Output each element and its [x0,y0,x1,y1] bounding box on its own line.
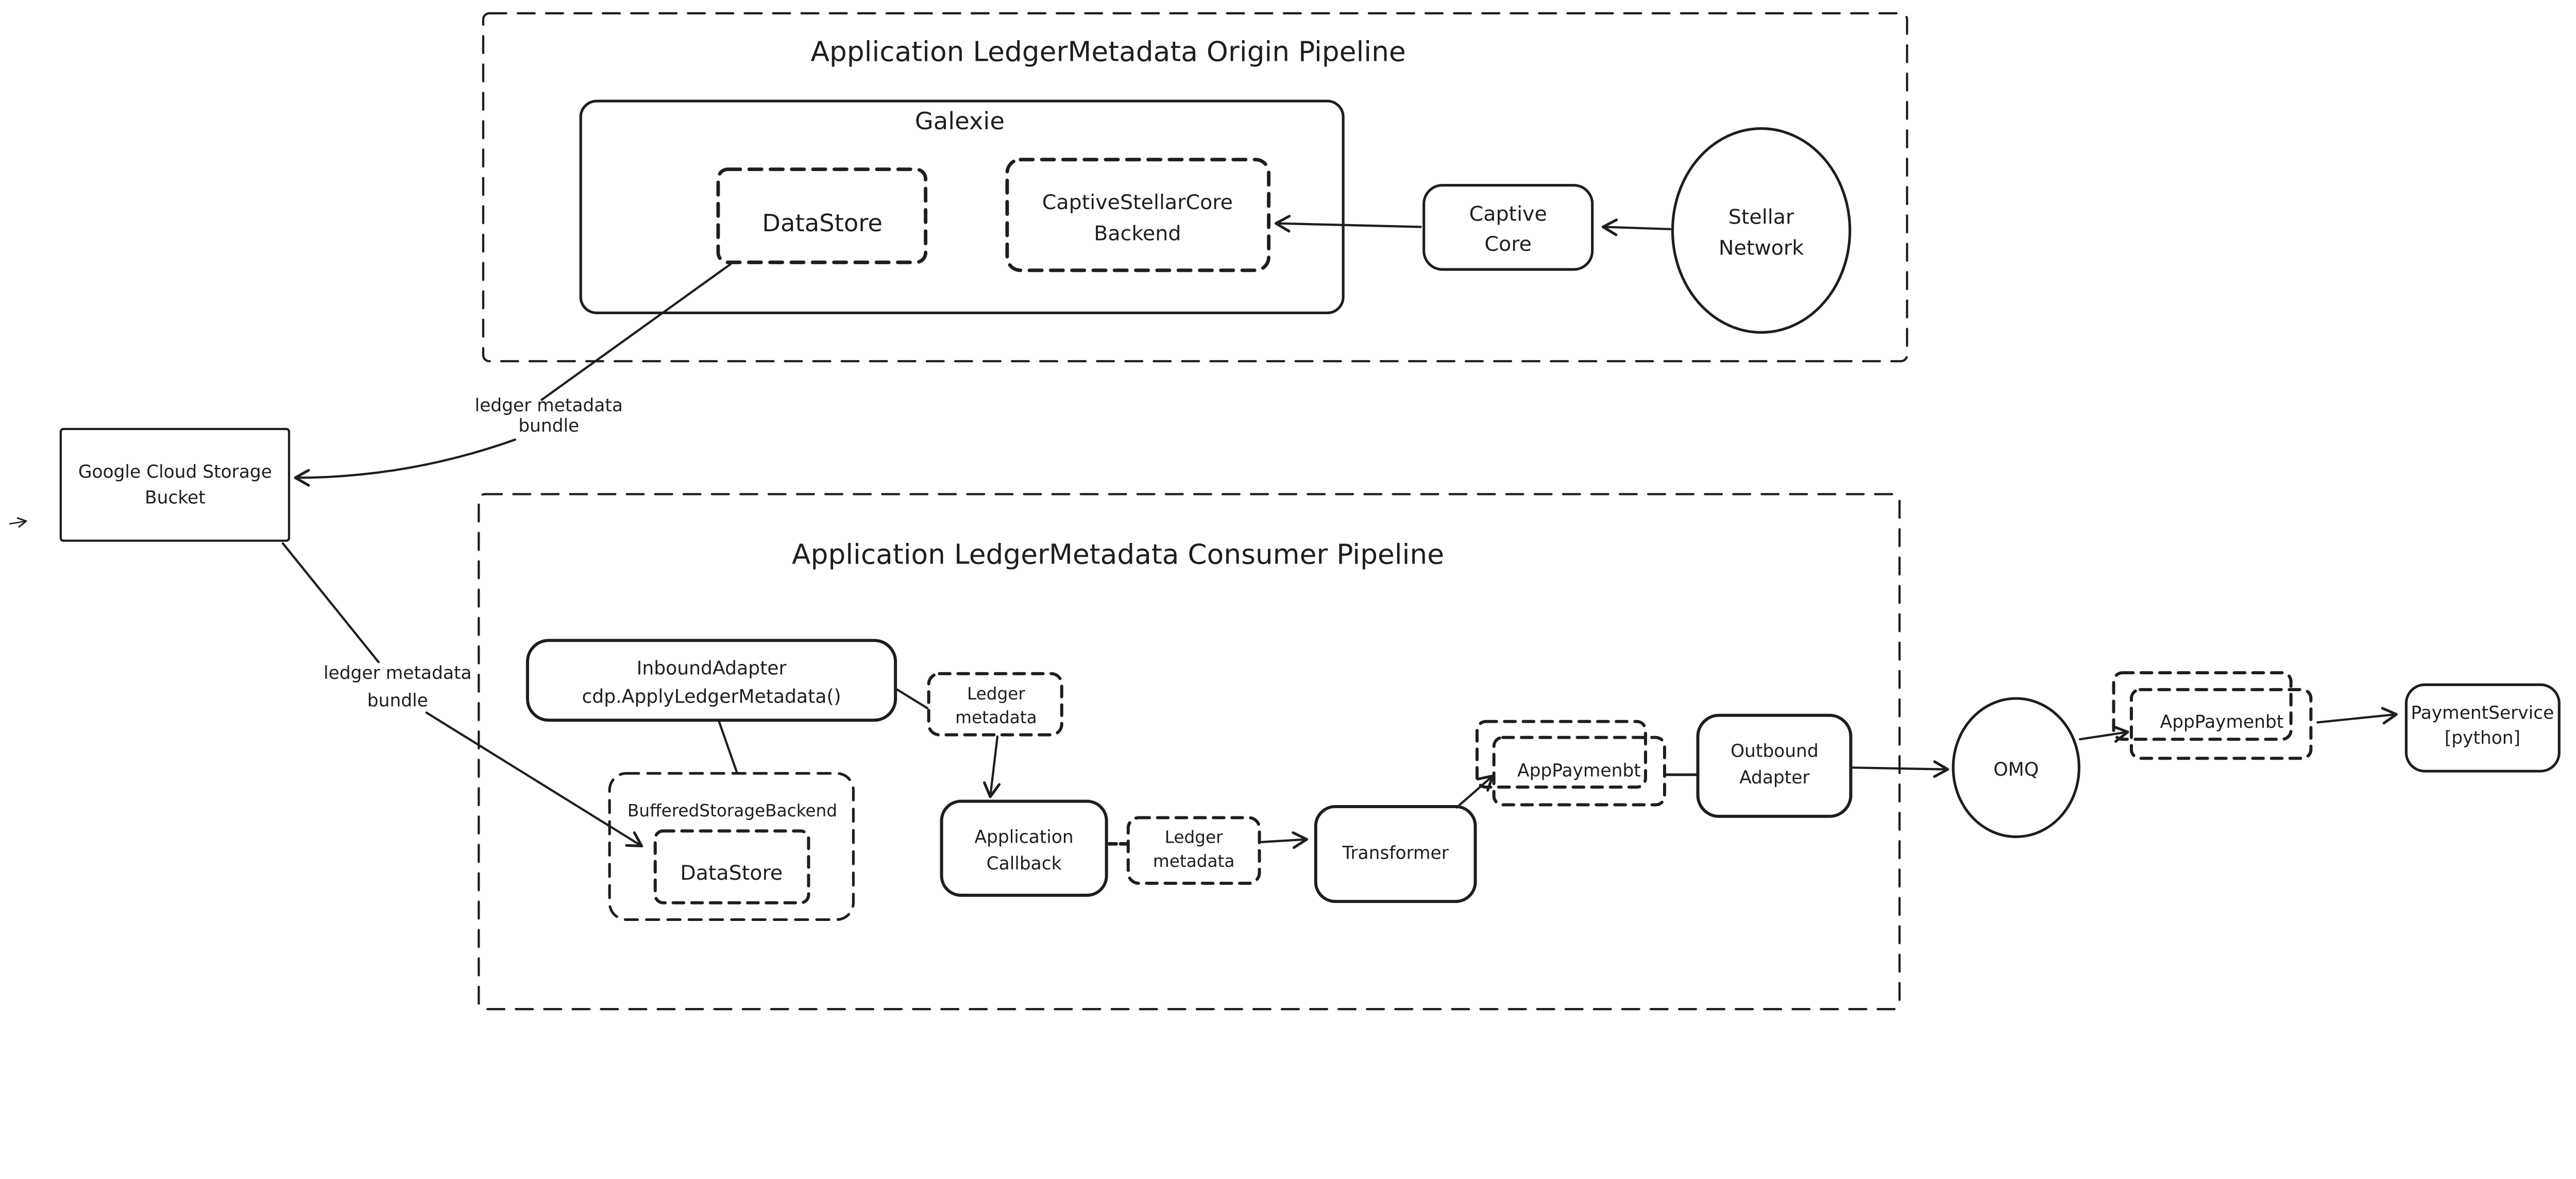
node-payment-service: PaymentService [python] [2404,683,2561,773]
app-payment-1-box-front [1492,736,1666,807]
datastore-origin-label: DataStore [762,209,883,237]
node-gcs-bucket: Google Cloud Storage Bucket [59,428,291,542]
connector-inbound-adapter-to-buffered-storage [718,720,738,774]
captive-core-label-line2: Core [1484,232,1532,256]
captive-backend-box [1005,158,1271,272]
node-datastore-consumer: DataStore [653,829,810,904]
architecture-diagram: Application LedgerMetadata Origin Pipeli… [9,12,2561,1011]
node-outbound-adapter: Outbound Adapter [1696,713,1853,818]
bundle-label-bottom-line2: bundle [367,691,428,711]
label-ledger-metadata-bundle-top: ledger metadata bundle [475,395,623,436]
origin-pipeline-title: Application LedgerMetadata Origin Pipeli… [810,36,1405,68]
datastore-consumer-box [653,829,810,904]
application-callback-label-line1: Application [974,827,1073,848]
node-stellar-network: Stellar Network [1671,127,1852,334]
arrow-stellar-network-to-captive-core [1601,218,1672,236]
buffered-storage-label: BufferedStorageBackend [628,801,837,821]
arrow-ledger-metadata-1-to-application-callback [983,735,1001,798]
consumer-pipeline-title: Application LedgerMetadata Consumer Pipe… [792,538,1444,570]
inbound-adapter-label-line1: InboundAdapter [637,657,787,679]
inbound-adapter-box [526,639,897,722]
captive-backend-label-line1: CaptiveStellarCore [1042,191,1233,214]
bundle-label-bottom-line1: ledger metadata [324,663,471,684]
node-inbound-adapter: InboundAdapter cdp.ApplyLedgerMetadata() [526,639,897,722]
stellar-network-label-line2: Network [1719,236,1804,260]
consumer-pipeline-boundary [478,493,1901,1011]
transformer-label: Transformer [1342,843,1449,864]
node-application-callback: Application Callback [940,799,1108,897]
node-transformer: Transformer [1314,805,1477,903]
arrow-ledger-metadata-2-to-transformer [1260,831,1309,849]
arrow-bundle-label-to-consumer-datastore [425,711,643,848]
application-callback-label-line2: Callback [987,853,1062,874]
outbound-adapter-label-line1: Outbound [1731,741,1819,762]
node-app-payment-2: AppPaymenbt [2112,671,2313,760]
node-captive-stellar-core-backend: CaptiveStellarCore Backend [1005,158,1271,272]
consumer-pipeline-group: Application LedgerMetadata Consumer Pipe… [478,493,1901,1011]
payment-service-label-line2: [python] [2445,728,2520,748]
arrow-outbound-adapter-to-omq [1851,760,1950,778]
stray-arrow-mark [9,517,27,528]
node-galexie: Galexie [579,99,1345,315]
connector-datastore-to-bundle-label [540,263,732,401]
payment-service-label-line1: PaymentService [2411,703,2554,724]
stellar-network-label-line1: Stellar [1728,206,1794,229]
connector-gcs-bucket-to-bundle-label [281,542,380,663]
node-captive-core: Captive Core [1422,184,1594,271]
captive-core-box [1422,184,1594,271]
datastore-origin-box [716,167,928,264]
ledger-metadata-2-line1: Ledger [1165,828,1223,847]
bundle-label-top-line2: bundle [518,416,579,436]
bundle-label-top-line1: ledger metadata [475,395,623,416]
datastore-consumer-label: DataStore [680,861,783,885]
galexie-title: Galexie [915,107,1005,135]
galexie-box [579,99,1345,315]
ledger-metadata-2-line2: metadata [1153,851,1234,871]
connector-inbound-adapter-to-ledger-metadata-1 [896,688,929,710]
node-omq: OMQ [1952,697,2081,839]
app-payment-1-box-back [1475,720,1647,789]
omq-label: OMQ [1993,758,2039,780]
arrow-app-payment-2-to-payment-service [2316,707,2398,725]
buffered-storage-box [608,772,855,921]
app-payment-1-label: AppPaymenbt [1517,760,1641,781]
omq-ellipse [1952,697,2081,839]
origin-pipeline-boundary [482,12,1908,363]
stellar-network-ellipse [1671,127,1852,334]
ledger-metadata-1-line2: metadata [955,708,1037,727]
ledger-metadata-1-box [927,672,1063,737]
node-datastore-origin: DataStore [716,167,928,264]
transformer-box [1314,805,1477,903]
app-payment-2-label: AppPaymenbt [2160,712,2284,732]
label-ledger-metadata-bundle-bottom: ledger metadata bundle [324,663,471,711]
application-callback-box [940,799,1108,897]
node-ledger-metadata-1: Ledger metadata [927,672,1063,737]
node-app-payment-1: AppPaymenbt [1475,720,1666,807]
origin-pipeline-group: Application LedgerMetadata Origin Pipeli… [482,12,1908,363]
gcs-bucket-label-line2: Bucket [145,487,206,508]
captive-backend-label-line2: Backend [1094,221,1181,245]
gcs-bucket-label-line1: Google Cloud Storage [78,462,272,483]
app-payment-2-box-back [2112,671,2293,741]
inbound-adapter-label-line2: cdp.ApplyLedgerMetadata() [582,686,841,708]
app-payment-2-box-front [2129,688,2313,760]
gcs-bucket-box [59,428,291,542]
captive-core-label-line1: Captive [1469,202,1547,226]
ledger-metadata-1-line1: Ledger [967,684,1025,704]
node-buffered-storage-backend: BufferedStorageBackend DataStore [608,772,855,921]
payment-service-box [2404,683,2561,773]
outbound-adapter-label-line2: Adapter [1739,767,1810,788]
diagram-canvas: Application LedgerMetadata Origin Pipeli… [9,12,2561,1011]
arrow-bundle-label-to-gcs-bucket [294,438,516,487]
ledger-metadata-2-box [1126,816,1261,885]
outbound-adapter-box [1696,713,1853,818]
arrow-transformer-to-app-payment-1 [1455,774,1495,809]
arrow-captive-core-to-captive-backend [1274,215,1422,233]
arrow-omq-to-app-payment-2 [2079,725,2129,743]
node-ledger-metadata-2: Ledger metadata [1126,816,1261,885]
